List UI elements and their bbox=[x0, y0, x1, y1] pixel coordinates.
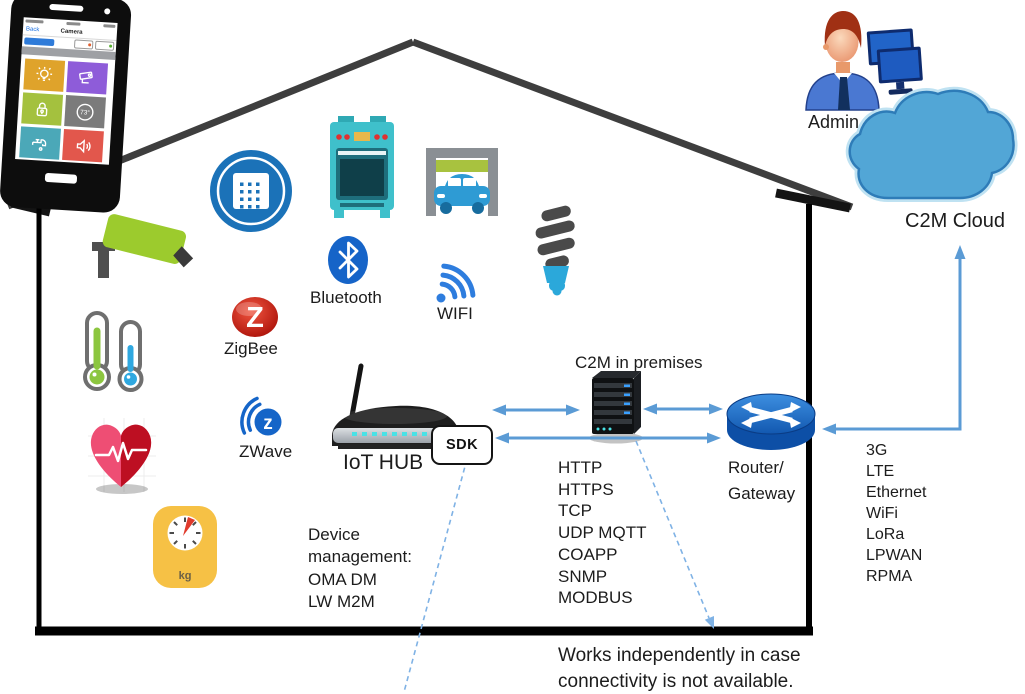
list-line: OMA DM bbox=[308, 569, 377, 589]
offline-note: Works independently in case connectivity… bbox=[558, 643, 801, 694]
zigbee-label: ZigBee bbox=[224, 339, 278, 358]
thermometers-icon bbox=[83, 311, 144, 392]
router-gateway-icon bbox=[726, 393, 816, 450]
phone-screen: Back Camera bbox=[15, 17, 118, 165]
list-line: HTTP bbox=[558, 458, 603, 477]
segment-button-3[interactable] bbox=[94, 40, 115, 51]
server-icon bbox=[589, 371, 643, 444]
red-dot bbox=[87, 43, 91, 47]
list-line: TCP bbox=[558, 501, 592, 521]
admin-icon bbox=[805, 11, 923, 111]
list-line: MODBUS bbox=[558, 588, 633, 608]
phone-tile-grid: 73° bbox=[15, 54, 115, 165]
router-label-line1: Router/ bbox=[728, 458, 784, 477]
list-line: LPWAN bbox=[866, 547, 923, 564]
router-gateway-label: Router/ Gateway bbox=[728, 455, 795, 507]
zigbee-letter: Z bbox=[246, 302, 264, 334]
list-line: Ethernet bbox=[866, 484, 927, 501]
offline-note-line1: Works independently in case bbox=[558, 645, 801, 666]
heart-pulse-icon bbox=[88, 418, 156, 494]
tile-audio[interactable] bbox=[62, 128, 104, 163]
speaker-icon bbox=[76, 138, 91, 153]
arrow-router-cloud bbox=[836, 259, 962, 431]
segment-button-2[interactable] bbox=[73, 39, 94, 50]
tile-lock[interactable] bbox=[21, 92, 64, 126]
list-line: UDP MQTT bbox=[558, 523, 647, 543]
eave-right bbox=[775, 188, 851, 213]
signal-carrier-blob bbox=[25, 19, 44, 24]
dashed-line-sdk bbox=[403, 458, 468, 693]
time-blob bbox=[66, 22, 81, 26]
list-line: LoRa bbox=[866, 526, 905, 543]
admin-label: Admin bbox=[808, 112, 860, 132]
bluetooth-icon bbox=[328, 236, 368, 284]
phone-nav-title: Camera bbox=[60, 28, 83, 36]
list-line: LTE bbox=[866, 463, 895, 480]
list-line: HTTPS bbox=[558, 479, 614, 499]
list-line: management: bbox=[308, 547, 412, 567]
thermostat-dial-icon: 73° bbox=[76, 103, 94, 121]
cfl-bulb-icon bbox=[535, 205, 575, 296]
list-line: WiFi bbox=[866, 505, 898, 522]
zwave-label: ZWave bbox=[239, 442, 293, 461]
nav-spacer bbox=[104, 34, 114, 35]
segment-button-active[interactable] bbox=[24, 37, 55, 47]
offline-note-line2: connectivity is not available. bbox=[558, 671, 794, 692]
green-dot bbox=[108, 44, 112, 48]
list-line: 3G bbox=[866, 442, 888, 459]
phone-home-button[interactable] bbox=[44, 172, 78, 184]
list-line: Device bbox=[308, 525, 360, 544]
zigbee-icon: Z bbox=[232, 297, 278, 337]
tile-lights[interactable] bbox=[23, 58, 66, 92]
cctv-icon bbox=[79, 71, 93, 84]
security-camera-icon bbox=[92, 214, 194, 278]
tile-camera[interactable] bbox=[66, 61, 109, 95]
tile-thermostat[interactable]: 73° bbox=[64, 95, 106, 129]
oven-icon bbox=[330, 116, 394, 218]
iot-hub-icon bbox=[332, 363, 459, 449]
thermostat-value: 73° bbox=[80, 108, 91, 117]
router-label-line2: Gateway bbox=[728, 484, 796, 503]
list-line: LW M2M bbox=[308, 591, 375, 611]
cloud-icon bbox=[845, 86, 1018, 202]
smartphone: Back Camera bbox=[0, 0, 132, 214]
weight-scale-icon: kg bbox=[153, 506, 217, 588]
zwave-letter: z bbox=[263, 413, 273, 434]
iot-hub-label: IoT HUB bbox=[343, 451, 424, 474]
scale-unit-label: kg bbox=[179, 570, 192, 582]
dashed-line-server-note bbox=[635, 440, 710, 619]
tile-water[interactable] bbox=[19, 126, 61, 160]
wifi-icon bbox=[436, 263, 476, 303]
bluetooth-label: Bluetooth bbox=[310, 288, 382, 307]
list-line: RPMA bbox=[866, 568, 913, 585]
battery-blob bbox=[103, 24, 116, 28]
zwave-icon: z bbox=[240, 396, 282, 436]
sdk-box: SDK bbox=[431, 425, 493, 465]
garage-car-icon bbox=[426, 148, 498, 216]
light-bulb-icon bbox=[36, 66, 53, 81]
keypad-icon bbox=[210, 150, 292, 232]
connectors bbox=[403, 245, 966, 693]
list-line: COAPP bbox=[558, 544, 618, 564]
list-line: SNMP bbox=[558, 566, 608, 586]
back-button[interactable]: Back bbox=[25, 26, 40, 34]
c2m-cloud-label: C2M Cloud bbox=[905, 210, 1006, 232]
faucet-icon bbox=[31, 138, 47, 151]
roof-right bbox=[411, 38, 854, 211]
lock-icon bbox=[36, 102, 48, 116]
wifi-label: WIFI bbox=[437, 304, 473, 323]
c2m-premises-label: C2M in premises bbox=[575, 353, 703, 372]
